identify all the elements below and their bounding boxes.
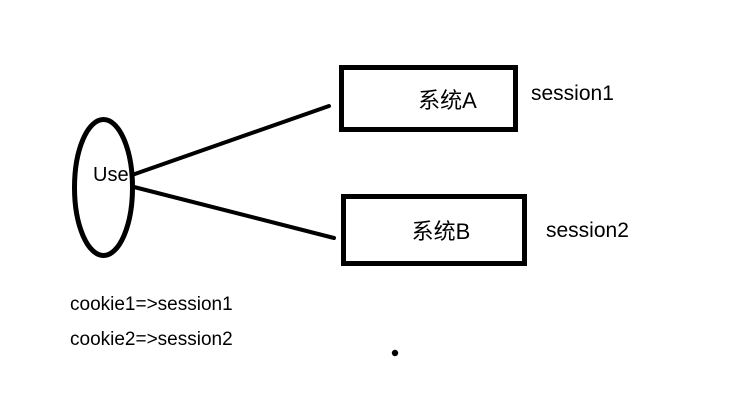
system-a-box: 系统A bbox=[339, 65, 518, 132]
system-b-box: 系统B bbox=[341, 194, 527, 266]
stray-dot bbox=[391, 349, 399, 357]
actor-ellipse bbox=[72, 117, 135, 258]
actor-label: Use bbox=[93, 164, 129, 186]
cookie-note-2: cookie2=>session2 bbox=[70, 329, 233, 350]
cookie-note-1: cookie1=>session1 bbox=[70, 294, 233, 315]
session1-annotation: session1 bbox=[531, 82, 614, 105]
system-b-label: 系统B bbox=[411, 219, 471, 244]
session2-annotation: session2 bbox=[546, 219, 629, 242]
connector-line-system-b bbox=[132, 185, 336, 240]
system-a-label: 系统A bbox=[418, 87, 477, 113]
connector-line-system-a bbox=[130, 104, 331, 177]
